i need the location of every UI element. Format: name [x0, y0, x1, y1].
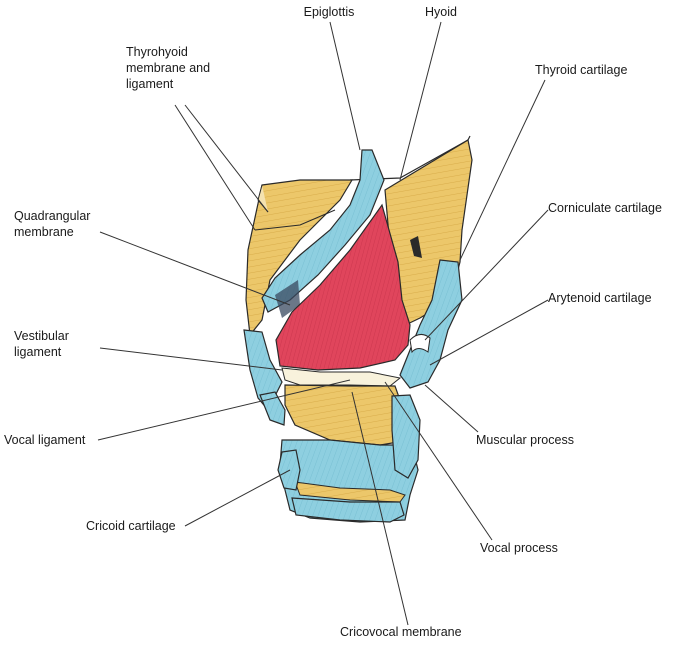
label-corniculate: Corniculate cartilage	[548, 201, 662, 215]
label-hyoid: Hyoid	[425, 5, 457, 19]
thyrohyoid-membrane-line	[254, 209, 336, 231]
leader-thyrohyoid-a	[174, 104, 256, 231]
vocal-band	[281, 367, 402, 387]
leader-hyoid	[399, 21, 442, 181]
epiglottis-shape	[261, 149, 385, 313]
tracheal-ring	[291, 497, 405, 523]
vestibular-left-piece	[259, 391, 286, 426]
label-quadrangular: Quadrangular membrane	[14, 209, 91, 239]
leader-quadrangular	[99, 231, 291, 306]
leader-thyroid	[459, 79, 546, 261]
cricoid-block	[391, 394, 421, 479]
label-vocal-process: Vocal process	[480, 541, 558, 555]
arytenoid-right	[399, 259, 463, 389]
leader-muscular	[424, 384, 479, 433]
cricovocal-membrane	[284, 384, 411, 446]
leader-vocal-process	[384, 381, 493, 541]
leader-vocal	[97, 379, 351, 441]
label-thyrohyoid: Thyrohyoid membrane and ligament	[126, 45, 211, 91]
label-epiglottis: Epiglottis	[303, 5, 355, 19]
leader-cricoid	[184, 469, 291, 527]
leader-arytenoid	[429, 299, 549, 366]
thyroid-mark	[410, 236, 422, 258]
leader-epiglottis	[329, 21, 361, 151]
label-vocal-ligament: Vocal ligament	[4, 433, 86, 447]
label-arytenoid: Arytenoid cartilage	[548, 291, 652, 305]
label-vestibular: Vestibular ligament	[14, 329, 69, 359]
label-thyroid-cartilage: Thyroid cartilage	[535, 63, 628, 77]
thyroid-lamina-left	[245, 179, 354, 337]
label-cricoid: Cricoid cartilage	[86, 519, 176, 533]
leader-lines	[97, 21, 549, 626]
quadrangular-hatch	[275, 280, 300, 318]
leader-corniculate	[424, 209, 549, 341]
leader-cricovocal	[351, 391, 409, 626]
leader-thyrohyoid-b	[184, 104, 269, 213]
corniculate-hook	[409, 334, 431, 354]
leader-vestibular	[99, 347, 283, 371]
label-muscular-process: Muscular process	[476, 433, 574, 447]
muscle-region	[275, 203, 411, 371]
label-cricovocal: Cricovocal membrane	[340, 625, 462, 639]
